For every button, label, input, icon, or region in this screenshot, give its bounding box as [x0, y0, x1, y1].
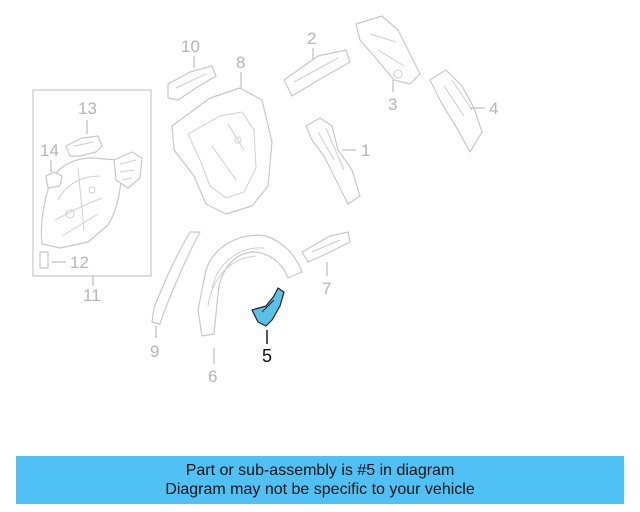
part-14[interactable] [45, 171, 63, 189]
part-5-highlighted[interactable] [251, 287, 285, 327]
part-7[interactable] [301, 231, 351, 263]
callout-labels: 1 2 3 4 5 6 7 8 9 10 11 12 13 14 [40, 29, 498, 386]
callout-2: 2 [307, 29, 316, 48]
part-9[interactable] [151, 231, 201, 325]
callout-3: 3 [388, 95, 397, 114]
callout-9: 9 [150, 342, 159, 361]
info-banner: Part or sub-assembly is #5 in diagram Di… [16, 456, 624, 504]
callout-1: 1 [361, 141, 370, 160]
part-11-bracket[interactable] [113, 151, 143, 189]
part-1[interactable] [305, 117, 361, 205]
callout-12: 12 [70, 253, 89, 272]
callout-7: 7 [322, 279, 331, 298]
callout-8: 8 [236, 53, 245, 72]
callout-11: 11 [83, 286, 101, 305]
callout-14: 14 [40, 141, 59, 160]
banner-line-2: Diagram may not be specific to your vehi… [165, 481, 475, 498]
callout-13: 13 [78, 99, 97, 118]
callout-5: 5 [262, 346, 272, 366]
part-11-wheelhouse[interactable] [40, 157, 122, 249]
part-10[interactable] [167, 65, 217, 101]
leader-lines [50, 48, 485, 364]
part-6[interactable] [197, 234, 303, 337]
part-12[interactable] [39, 251, 49, 269]
callout-10: 10 [181, 37, 200, 56]
part-2[interactable] [283, 49, 351, 97]
part-13[interactable] [65, 135, 103, 157]
callout-6: 6 [208, 367, 217, 386]
part-11-box [32, 89, 152, 277]
part-3[interactable] [355, 15, 421, 85]
banner-line-1: Part or sub-assembly is #5 in diagram [185, 462, 455, 479]
part-8[interactable] [171, 87, 273, 215]
callout-4: 4 [489, 99, 498, 118]
part-4[interactable] [429, 69, 483, 153]
